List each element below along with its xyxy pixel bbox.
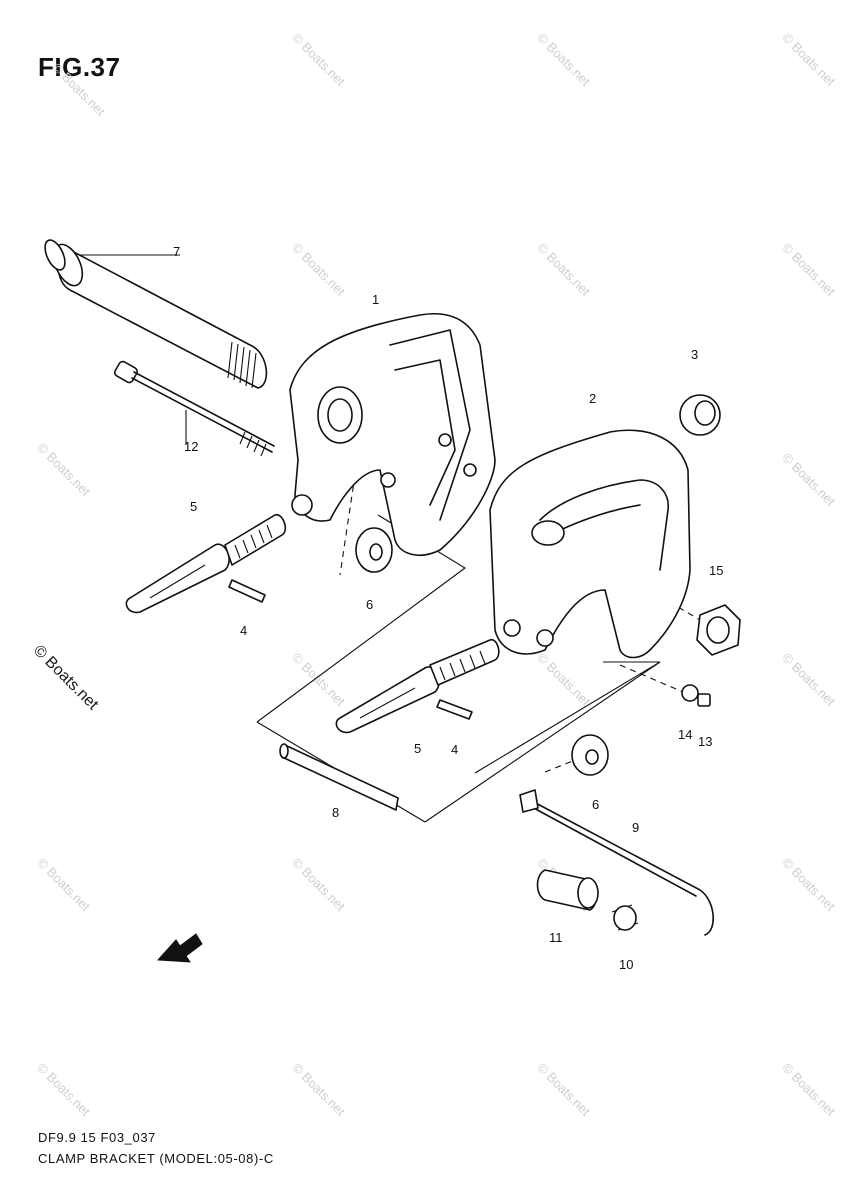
part-tube bbox=[44, 239, 268, 389]
callout-1: 1 bbox=[372, 292, 380, 307]
callout-8: 8 bbox=[332, 805, 340, 820]
callout-4: 4 bbox=[451, 742, 459, 757]
callout-5: 5 bbox=[414, 741, 422, 756]
part-pin bbox=[279, 743, 399, 811]
callout-2: 2 bbox=[589, 391, 597, 406]
part-nut-13 bbox=[697, 693, 711, 707]
callout-4: 4 bbox=[240, 623, 248, 638]
forward-arrow-icon bbox=[156, 933, 203, 963]
part-lever-right bbox=[335, 638, 500, 734]
callout-3: 3 bbox=[691, 347, 699, 362]
part-spring bbox=[611, 904, 639, 931]
callout-15: 15 bbox=[709, 563, 724, 578]
part-washer-3 bbox=[679, 394, 721, 436]
callout-11: 11 bbox=[549, 930, 563, 945]
callout-10: 10 bbox=[619, 957, 634, 972]
part-sleeve bbox=[536, 869, 599, 911]
part-bushing-lower bbox=[571, 734, 609, 776]
part-rod bbox=[519, 789, 714, 936]
callout-14: 14 bbox=[678, 727, 693, 742]
part-bracket-left bbox=[289, 313, 496, 556]
part-washer-14 bbox=[681, 684, 699, 702]
drawing-code: DF9.9 15 F03_037 bbox=[38, 1130, 157, 1145]
callout-7: 7 bbox=[173, 244, 181, 259]
figure-title: FIG.37 bbox=[38, 52, 121, 82]
drawing-caption: CLAMP BRACKET (MODEL:05-08)-C bbox=[38, 1151, 274, 1166]
part-bolt bbox=[114, 360, 275, 457]
part-nut bbox=[696, 604, 741, 656]
callout-9: 9 bbox=[632, 820, 640, 835]
part-bushing-upper bbox=[355, 527, 393, 573]
part-bracket-right bbox=[489, 429, 691, 659]
callout-6: 6 bbox=[366, 597, 374, 612]
callout-12: 12 bbox=[184, 439, 199, 454]
callout-5: 5 bbox=[190, 499, 198, 514]
callout-6: 6 bbox=[592, 797, 600, 812]
part-lever-left bbox=[125, 513, 287, 614]
callout-13: 13 bbox=[698, 734, 713, 749]
